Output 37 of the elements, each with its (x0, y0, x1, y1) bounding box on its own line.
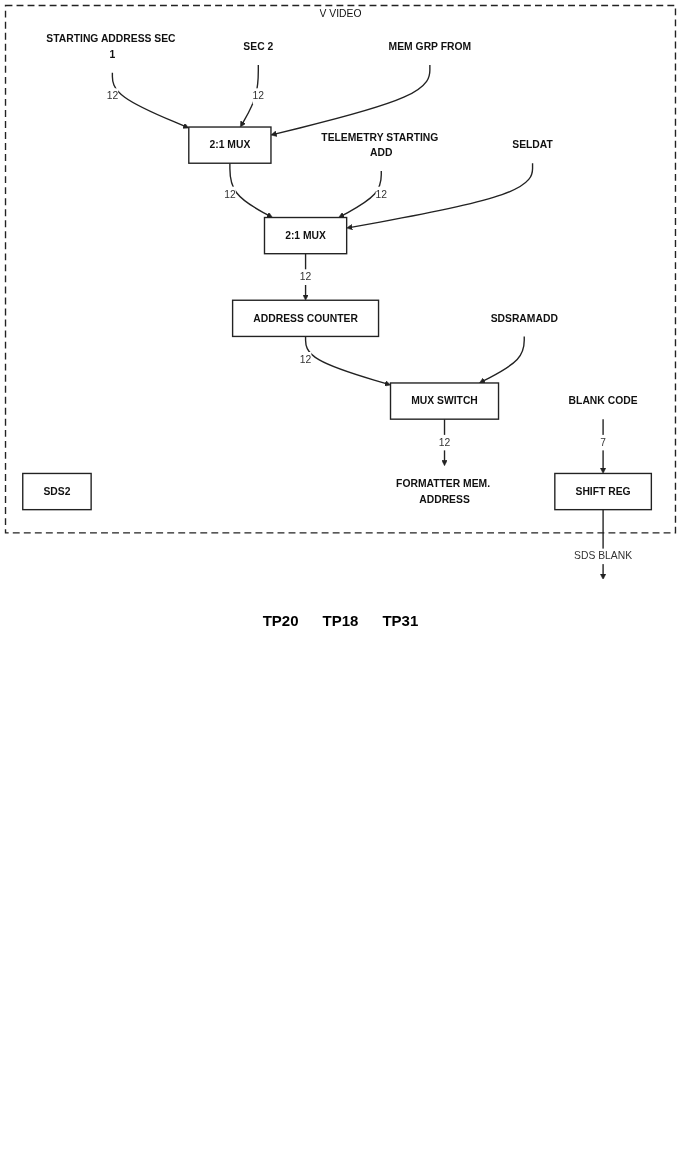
arrow (111, 72, 190, 129)
node-box: ADDRESS COUNTER (231, 299, 380, 338)
arrow (229, 162, 273, 218)
node-text: BLANK CODE (568, 394, 638, 407)
edge-label: 12 (438, 436, 451, 448)
arrow (302, 253, 309, 301)
node-text: SDSRAMADD (490, 311, 558, 324)
test-point-label: TP18 (322, 611, 359, 629)
edge-label: 12 (224, 187, 236, 200)
node-text: FORMATTER MEM. ADDRESS (396, 477, 491, 505)
edge-label: 12 (299, 353, 312, 366)
edge-label: 12 (106, 89, 119, 102)
arrow (270, 64, 431, 137)
edge-label: 12 (375, 187, 388, 200)
edge-label: SDS BLANK (574, 549, 633, 562)
node-box: MUX SWITCH (389, 382, 500, 420)
edge-label: 7 (600, 436, 606, 448)
node-text: MEM GRP FROM (388, 40, 472, 53)
arrow (346, 162, 534, 231)
node-box: SDS2 (22, 472, 92, 511)
node-box: SHIFT REG (554, 472, 653, 511)
arrow (479, 335, 525, 384)
arrow (441, 418, 448, 466)
test-point-label: TP20 (262, 611, 299, 629)
node-text: TELEMETRY STARTING ADD (321, 130, 439, 159)
node-text: STARTING ADDRESS SEC 1 (46, 32, 176, 60)
node-box: 2:1 MUX (188, 126, 272, 164)
arrow (600, 418, 607, 474)
arrow (338, 170, 382, 218)
arrow (240, 64, 259, 128)
node-box: 2:1 MUX (263, 216, 348, 255)
edge-label: 12 (252, 89, 265, 102)
test-point-label: TP31 (382, 611, 419, 629)
node-text: SELDAT (512, 138, 553, 151)
arrow (304, 335, 391, 387)
node-text: SEC 2 (243, 40, 274, 53)
edge-label: 12 (299, 270, 312, 283)
